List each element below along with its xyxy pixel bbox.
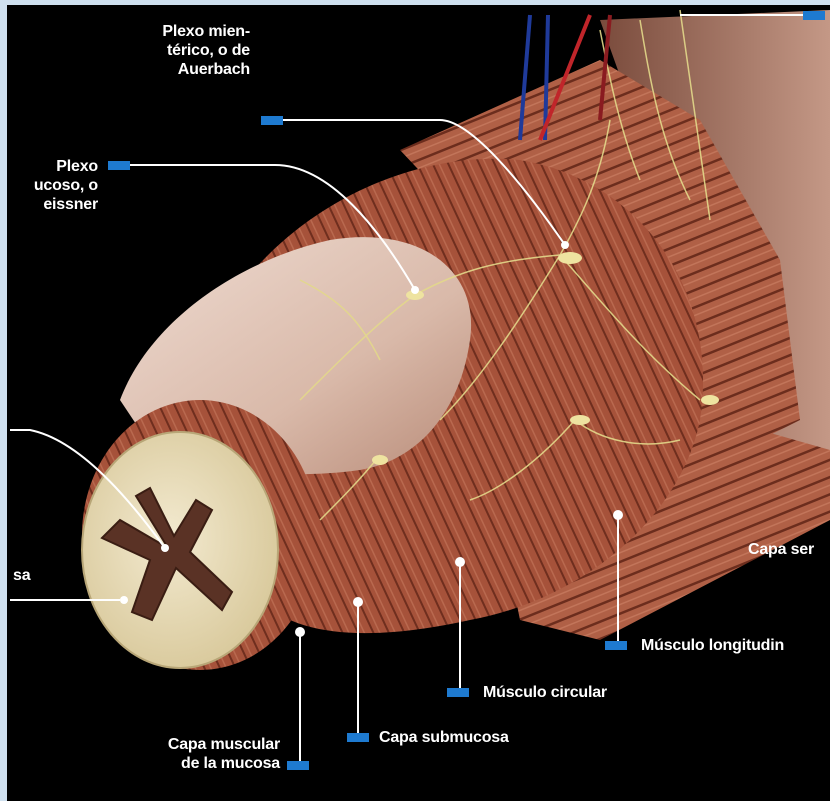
submucosa-tag-icon bbox=[347, 733, 369, 742]
meissner-tag-icon bbox=[108, 161, 130, 170]
label-auerbach-plexus: Plexo mien- térico, o de Auerbach bbox=[120, 22, 250, 79]
circular-tag-icon bbox=[447, 688, 469, 697]
longitudinal-tag-icon bbox=[605, 641, 627, 650]
auerbach-tag-icon bbox=[261, 116, 283, 125]
label-meissner-plexus: Plexo ucoso, o eissner bbox=[10, 157, 98, 214]
label-muscularis-mucosae: Capa muscular de la mucosa bbox=[118, 735, 280, 773]
label-circular-muscle: Músculo circular bbox=[483, 683, 607, 702]
serosa-top-tag-icon bbox=[803, 11, 825, 20]
label-serosa: Capa ser bbox=[748, 540, 814, 559]
label-longitudinal-muscle: Músculo longitudin bbox=[641, 636, 784, 655]
muscularis-mucosae-tag-icon bbox=[287, 761, 309, 770]
label-submucosa: Capa submucosa bbox=[379, 728, 509, 747]
label-mucosa: sa bbox=[13, 566, 30, 585]
